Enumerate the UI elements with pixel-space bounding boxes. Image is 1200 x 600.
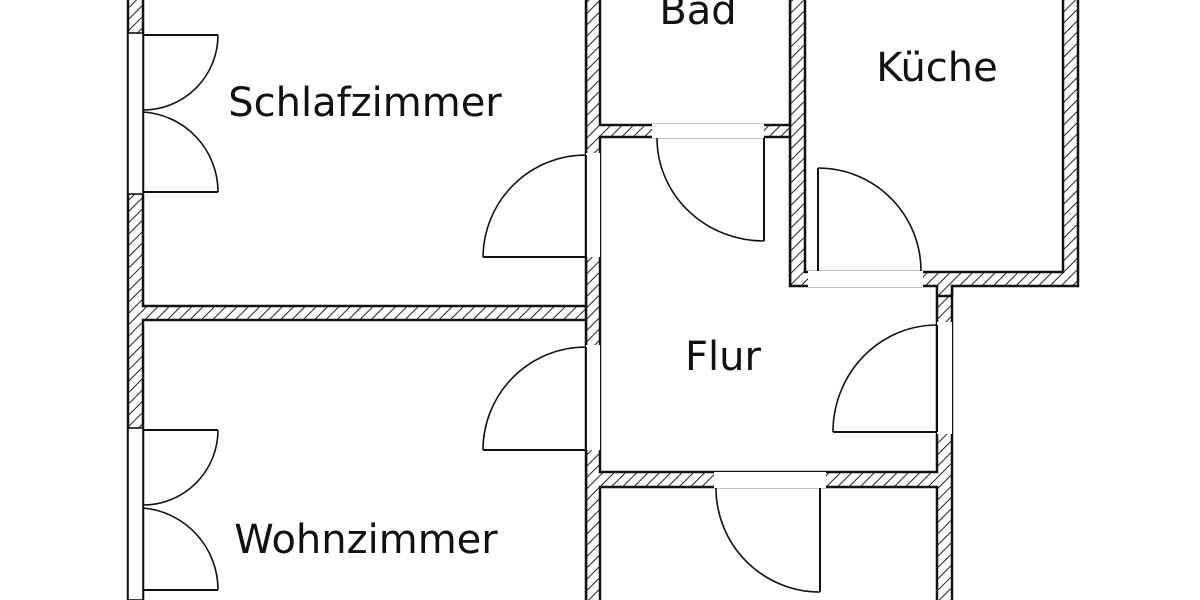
window-schlafzimmer bbox=[127, 32, 144, 195]
door-bad[interactable] bbox=[656, 137, 765, 242]
room-floors bbox=[141, 0, 1065, 600]
door-flur-right[interactable] bbox=[832, 324, 938, 433]
label-bad: Bad bbox=[659, 0, 736, 34]
label-kueche: Küche bbox=[876, 45, 998, 91]
windows bbox=[127, 32, 144, 600]
door-bottom-room[interactable] bbox=[715, 487, 821, 593]
door-kueche[interactable] bbox=[817, 167, 922, 272]
room-wohnzimmer[interactable] bbox=[141, 318, 588, 600]
room-kueche[interactable] bbox=[803, 0, 1065, 274]
door-wohnzimmer[interactable] bbox=[482, 346, 587, 451]
casement-schlafzimmer bbox=[142, 34, 219, 193]
door-openings bbox=[586, 124, 952, 488]
room-schlafzimmer[interactable] bbox=[141, 0, 588, 308]
room-bottom[interactable] bbox=[598, 485, 939, 600]
casement-wohnzimmer bbox=[142, 429, 219, 591]
door-schlafzimmer[interactable] bbox=[482, 154, 587, 258]
room-labels: Schlafzimmer Bad Küche Flur Wohnzimmer bbox=[228, 0, 998, 563]
room-flur[interactable] bbox=[598, 135, 939, 474]
doors bbox=[142, 34, 938, 593]
window-wohnzimmer bbox=[127, 427, 144, 600]
label-wohnzimmer: Wohnzimmer bbox=[234, 517, 498, 563]
label-schlafzimmer: Schlafzimmer bbox=[228, 80, 502, 126]
label-flur: Flur bbox=[685, 334, 761, 380]
